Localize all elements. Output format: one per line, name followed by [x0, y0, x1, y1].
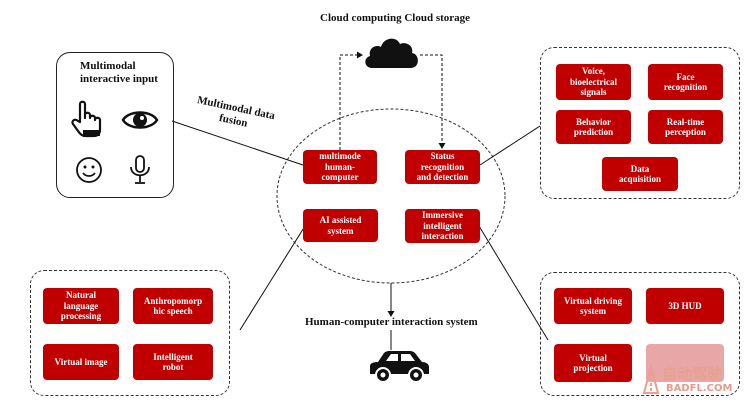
- eye-icon: [121, 111, 159, 129]
- box-virtual-image: Virtual image: [43, 344, 119, 380]
- smiley-icon: [76, 157, 102, 183]
- watermark: 自动驾驶 BADFL.COM: [640, 361, 738, 399]
- box-data-acquisition: Data acquisition: [602, 157, 678, 191]
- box-empty: [646, 344, 724, 382]
- box-realtime: Real-time perception: [648, 110, 723, 144]
- car-icon: [370, 351, 429, 383]
- cloud-title: Cloud computing Cloud storage: [320, 12, 471, 24]
- box-behavior: Behavior prediction: [556, 110, 631, 144]
- arrow-multimode-to-cloud: [339, 51, 363, 150]
- box-virtual-projection: Virtual projection: [554, 344, 632, 382]
- multimodal-input-title: Multimodal interactive input: [80, 60, 158, 86]
- cloud-icon: [365, 38, 418, 68]
- box-immersive: Immersive intelligent interaction: [405, 209, 480, 243]
- box-anthropomorphic: Anthropomorp hic speech: [133, 288, 213, 324]
- box-status: Status recognition and detection: [405, 150, 480, 184]
- core-ellipse: [276, 108, 506, 284]
- box-3d-hud: 3D HUD: [646, 288, 724, 324]
- box-nlp: Natural language processing: [43, 288, 119, 324]
- system-label: Human-computer interaction system: [305, 316, 478, 328]
- box-voice: Voice, bioelectrical signals: [556, 64, 631, 100]
- microphone-icon: [130, 155, 150, 184]
- box-virtual-driving: Virtual driving system: [554, 288, 632, 324]
- watermark-line2: BADFL.COM: [666, 383, 733, 394]
- ai-panel: [30, 270, 230, 396]
- hand-pointer-icon: [71, 100, 102, 138]
- immersive-panel: [540, 272, 740, 396]
- multimodal-input-panel: [56, 52, 174, 198]
- line-core-to-immersive: [478, 225, 549, 341]
- line-input-to-core: [171, 120, 304, 166]
- box-ai: AI assisted system: [303, 209, 378, 242]
- watermark-logo-icon: [642, 365, 660, 394]
- box-multimode: multimode human- computer: [303, 150, 377, 184]
- arrow-cloud-to-status: [420, 54, 446, 149]
- perception-panel: [540, 47, 740, 199]
- box-intelligent-robot: Intelligent robot: [133, 344, 213, 380]
- line-core-to-perception: [479, 125, 541, 166]
- watermark-line1: 自动驾驶: [662, 365, 723, 383]
- box-face: Face recognition: [648, 64, 723, 100]
- line-ai-to-core: [239, 225, 306, 331]
